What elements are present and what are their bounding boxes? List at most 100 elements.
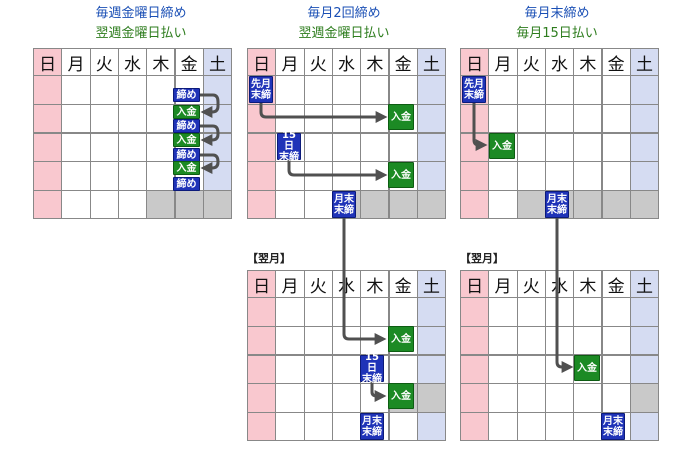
calendar-cell bbox=[601, 189, 631, 220]
calendar-cell bbox=[629, 103, 660, 134]
month-end-close-label: 月末 末締 bbox=[545, 191, 569, 218]
calendar-cell bbox=[516, 354, 546, 385]
calendar-cell bbox=[629, 161, 660, 191]
calendar-cell bbox=[573, 103, 603, 134]
calendar-cell bbox=[516, 411, 546, 442]
calendar-cell bbox=[544, 297, 575, 327]
weekday-header: 火 bbox=[303, 48, 333, 77]
weekday-header: 水 bbox=[544, 270, 575, 299]
twice-title: 毎月2回締め bbox=[307, 6, 381, 21]
calendar-cell bbox=[416, 161, 447, 191]
calendar-cell bbox=[516, 75, 546, 105]
calendar-twice-next-month: 日月火水木金土 bbox=[247, 270, 447, 442]
calendar-cell bbox=[416, 132, 447, 163]
calendar-cell bbox=[601, 354, 631, 385]
payment-label: 入金 bbox=[173, 161, 200, 175]
weekday-header: 木 bbox=[360, 270, 390, 299]
calendar-cell bbox=[601, 383, 631, 413]
calendar-cell bbox=[331, 75, 362, 105]
calendar-cell bbox=[331, 325, 362, 356]
calendar-cell bbox=[460, 189, 490, 220]
calendar-cell bbox=[202, 189, 233, 220]
calendar-cell bbox=[416, 189, 447, 220]
calendar-cell bbox=[360, 132, 390, 163]
calendar-cell bbox=[516, 132, 546, 163]
calendar-cell bbox=[388, 189, 418, 220]
weekday-header: 日 bbox=[460, 270, 490, 299]
calendar-cell bbox=[174, 189, 204, 220]
calendar-cell bbox=[573, 189, 603, 220]
calendar-cell bbox=[601, 325, 631, 356]
calendar-cell bbox=[117, 132, 148, 163]
calendar-cell bbox=[331, 383, 362, 413]
calendar-cell bbox=[416, 354, 447, 385]
weekday-header: 日 bbox=[460, 48, 490, 77]
close-label: 締め bbox=[173, 177, 200, 191]
calendar-cell bbox=[331, 411, 362, 442]
payment-label: 入金 bbox=[388, 326, 414, 352]
calendar-cell bbox=[247, 383, 277, 413]
prev-month-end-label: 先月 末締 bbox=[249, 76, 273, 103]
calendar-cell bbox=[275, 325, 305, 356]
calendar-cell bbox=[460, 325, 490, 356]
payment-label: 入金 bbox=[574, 355, 600, 381]
calendar-cell bbox=[573, 132, 603, 163]
month-end-close-label: 月末 末締 bbox=[332, 191, 356, 218]
day15-close-label: 15日 末締 bbox=[277, 130, 301, 163]
calendar-cell bbox=[275, 411, 305, 442]
calendar-cell bbox=[544, 132, 575, 163]
calendar-cell bbox=[416, 383, 447, 413]
calendar-cell bbox=[544, 354, 575, 385]
calendar-cell bbox=[89, 189, 119, 220]
weekday-header: 木 bbox=[146, 48, 176, 77]
month-end-close-label: 月末 末締 bbox=[601, 413, 625, 440]
calendar-cell bbox=[488, 297, 518, 327]
payment-label: 入金 bbox=[173, 133, 200, 147]
weekday-header: 月 bbox=[275, 270, 305, 299]
calendar-cell bbox=[629, 75, 660, 105]
calendar-cell bbox=[117, 189, 148, 220]
calendar-cell bbox=[33, 132, 63, 163]
close-label: 締め bbox=[173, 119, 200, 133]
calendar-cell bbox=[416, 325, 447, 356]
calendar-cell bbox=[275, 354, 305, 385]
calendar-cell bbox=[544, 103, 575, 134]
calendar-cell bbox=[488, 411, 518, 442]
calendar-cell bbox=[488, 161, 518, 191]
calendar-cell bbox=[275, 75, 305, 105]
calendar-cell bbox=[331, 161, 362, 191]
weekday-header: 月 bbox=[488, 270, 518, 299]
calendar-cell bbox=[629, 132, 660, 163]
calendar-cell bbox=[573, 75, 603, 105]
calendar-twice: 日月火水木金土 bbox=[247, 48, 447, 220]
calendar-cell bbox=[416, 75, 447, 105]
weekday-header: 金 bbox=[174, 48, 204, 77]
calendar-cell bbox=[33, 103, 63, 134]
calendar-cell bbox=[488, 75, 518, 105]
calendar-cell bbox=[61, 103, 91, 134]
calendar-cell bbox=[416, 297, 447, 327]
monthend-subtitle: 毎月15日払い bbox=[516, 26, 598, 41]
weekly-subtitle: 翌週金曜日払い bbox=[95, 26, 187, 41]
calendar-cell bbox=[629, 354, 660, 385]
calendar-cell bbox=[275, 383, 305, 413]
next-month-label-twice: 【翌月】 bbox=[247, 252, 291, 265]
calendar-cell bbox=[544, 383, 575, 413]
calendar-cell bbox=[303, 103, 333, 134]
calendar-cell bbox=[247, 411, 277, 442]
payment-label: 入金 bbox=[388, 104, 414, 130]
calendar-cell bbox=[388, 132, 418, 163]
calendar-cell bbox=[146, 75, 176, 105]
calendar-cell bbox=[460, 354, 490, 385]
calendar-cell bbox=[416, 103, 447, 134]
calendar-cell bbox=[61, 161, 91, 191]
weekday-header: 月 bbox=[61, 48, 91, 77]
calendar-cell bbox=[275, 189, 305, 220]
calendar-cell bbox=[573, 411, 603, 442]
weekday-header: 日 bbox=[247, 270, 277, 299]
calendar-cell bbox=[146, 103, 176, 134]
calendar-cell bbox=[629, 383, 660, 413]
calendar-cell bbox=[360, 161, 390, 191]
calendar-cell bbox=[303, 297, 333, 327]
weekday-header: 水 bbox=[331, 48, 362, 77]
